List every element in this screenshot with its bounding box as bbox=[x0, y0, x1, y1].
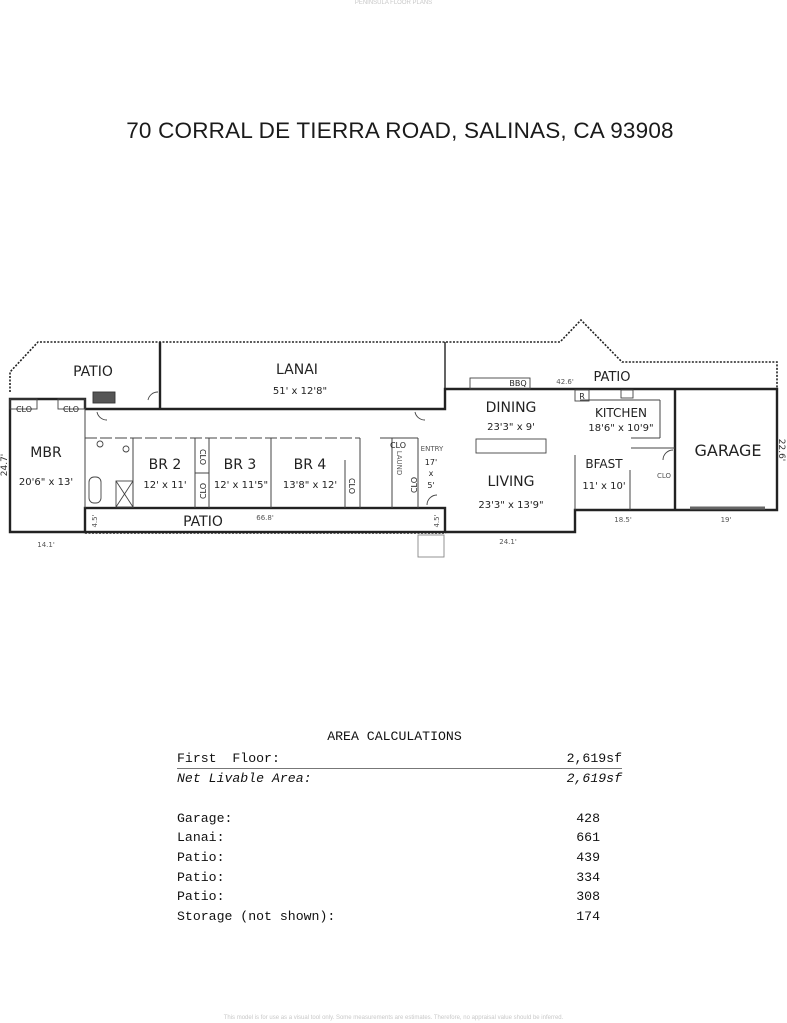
floor-plan: PATIO LANAI 51' x 12'8" MBR 20'6" x 13' … bbox=[0, 318, 786, 558]
room-dims-bfast: 11' x 10' bbox=[582, 481, 625, 492]
door-swing-icon bbox=[147, 391, 159, 401]
exterior-walls bbox=[8, 342, 779, 534]
room-dims-entry-x: x bbox=[429, 469, 434, 478]
room-label-br3: BR 3 bbox=[224, 457, 257, 473]
area-label: Patio: bbox=[177, 850, 225, 866]
bbq-counter bbox=[469, 377, 531, 390]
room-label-garage: GARAGE bbox=[695, 441, 762, 460]
area-value: 661 bbox=[576, 830, 600, 846]
closet-label: CLO bbox=[390, 441, 406, 450]
room-label-lanai: LANAI bbox=[276, 362, 318, 378]
area-value: 2,619sf bbox=[566, 751, 622, 766]
area-row: Garage: 428 bbox=[177, 809, 622, 829]
stove-icon bbox=[620, 389, 634, 399]
closet-label: CLO bbox=[16, 405, 32, 414]
room-dims-dining: 23'3" x 9' bbox=[487, 422, 535, 433]
closet-label: CLO bbox=[199, 483, 208, 499]
room-label-bfast: BFAST bbox=[585, 457, 623, 471]
room-label-dining: DINING bbox=[486, 400, 537, 416]
room-dims-lanai: 51' x 12'8" bbox=[273, 386, 327, 397]
room-label-br2: BR 2 bbox=[149, 457, 182, 473]
closet-label: CLO bbox=[410, 477, 419, 493]
area-row-first-floor: First Floor: 2,619sf bbox=[177, 749, 622, 769]
room-dims-br2: 12' x 11' bbox=[143, 480, 186, 491]
measurement-left-depth: 24.7' bbox=[0, 454, 10, 477]
closet-label: CLO bbox=[198, 449, 207, 465]
area-label: Storage (not shown): bbox=[177, 909, 336, 925]
door-swing-icon bbox=[414, 411, 426, 421]
area-label: Patio: bbox=[177, 869, 225, 885]
patio-outline-dashed bbox=[9, 318, 778, 392]
measurement: 42.6' bbox=[556, 378, 574, 386]
door-swing-icon bbox=[426, 494, 438, 506]
closet-mbr-right bbox=[57, 398, 86, 410]
area-row: Patio: 308 bbox=[177, 887, 622, 907]
room-dims-kitchen: 18'6" x 10'9" bbox=[588, 423, 653, 434]
area-label: Lanai: bbox=[177, 830, 225, 846]
measurement: 18.5' bbox=[614, 516, 632, 524]
area-label: Garage: bbox=[177, 810, 233, 826]
room-label-kitchen: KITCHEN bbox=[595, 406, 647, 420]
measurement: 14.1' bbox=[37, 541, 55, 549]
room-dims-entry-a: 17' bbox=[425, 458, 437, 467]
area-row: Patio: 334 bbox=[177, 868, 622, 888]
area-value: 174 bbox=[576, 909, 600, 925]
property-address-title: 70 CORRAL DE TIERRA ROAD, SALINAS, CA 93… bbox=[126, 118, 674, 143]
sink-icon bbox=[96, 440, 104, 448]
refrigerator-label: R bbox=[579, 392, 585, 401]
patio-grill-icon bbox=[92, 391, 116, 404]
door-swing-icon bbox=[662, 449, 674, 461]
room-label-br4: BR 4 bbox=[294, 457, 327, 473]
laundry-label: LAUND bbox=[395, 451, 403, 476]
measurement: 24.1' bbox=[499, 538, 517, 546]
area-label: Patio: bbox=[177, 889, 225, 905]
room-label-patio: PATIO bbox=[73, 364, 113, 380]
room-dims-entry-b: 5' bbox=[427, 481, 434, 490]
interior-walls bbox=[84, 399, 765, 510]
closet-mbr-left bbox=[9, 398, 38, 410]
measurement: 19' bbox=[721, 516, 732, 524]
measurement-right-depth: 22.6' bbox=[776, 439, 786, 462]
closet-label: CLO bbox=[347, 478, 356, 494]
room-label-patio-bottom: PATIO bbox=[183, 514, 223, 530]
kitchen-island bbox=[475, 438, 547, 454]
area-value: 2,619sf bbox=[566, 771, 622, 786]
area-label: Net Livable Area: bbox=[177, 771, 312, 786]
area-row-net-livable: Net Livable Area: 2,619sf bbox=[177, 769, 622, 789]
room-dims-living: 23'3" x 13'9" bbox=[478, 500, 543, 511]
shower-icon bbox=[115, 480, 134, 508]
area-calculations: AREA CALCULATIONS First Floor: 2,619sf N… bbox=[177, 729, 622, 927]
door-swing-icon bbox=[96, 411, 108, 421]
footer-disclaimer: This model is for use as a visual tool o… bbox=[223, 1015, 564, 1021]
area-title: AREA CALCULATIONS bbox=[327, 729, 462, 744]
closet-label: CLO bbox=[63, 405, 79, 414]
measurement: 4.5' bbox=[433, 514, 441, 527]
room-dims-mbr: 20'6" x 13' bbox=[19, 477, 73, 488]
area-value: 334 bbox=[576, 869, 600, 885]
bbq-label: BBQ bbox=[509, 379, 526, 388]
header-company: PENINSULA FLOOR PLANS bbox=[354, 0, 433, 6]
room-label-living: LIVING bbox=[488, 474, 535, 490]
area-row: Patio: 439 bbox=[177, 848, 622, 868]
bathtub-icon bbox=[88, 476, 102, 504]
area-value: 439 bbox=[576, 850, 600, 866]
closet-label: CLO bbox=[657, 472, 672, 480]
refrigerator-icon bbox=[574, 389, 590, 402]
area-value: 308 bbox=[576, 889, 600, 905]
room-label-mbr: MBR bbox=[30, 445, 62, 461]
room-label-entry: ENTRY bbox=[421, 445, 444, 453]
measurement: 66.8' bbox=[256, 514, 274, 522]
room-dims-br3: 12' x 11'5" bbox=[214, 480, 268, 491]
area-value: 428 bbox=[576, 810, 600, 826]
measurement: 4.5' bbox=[91, 514, 99, 527]
toilet-icon bbox=[122, 445, 130, 453]
room-label-patio-right: PATIO bbox=[594, 370, 631, 385]
area-label: First Floor: bbox=[177, 751, 280, 766]
area-row: Storage (not shown): 174 bbox=[177, 907, 622, 927]
stairs-icon bbox=[417, 534, 445, 558]
area-row: Lanai: 661 bbox=[177, 828, 622, 848]
room-dims-br4: 13'8" x 12' bbox=[283, 480, 337, 491]
